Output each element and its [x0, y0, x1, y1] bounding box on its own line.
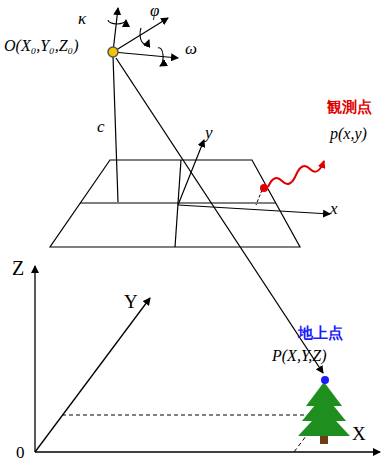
diagram-label: Z [12, 258, 24, 278]
diagram-label: P(X,Y,Z) [272, 348, 327, 364]
diagram-label: 地上点 [298, 326, 343, 341]
diagram-label: c [97, 118, 105, 135]
diagram-label: y [205, 124, 213, 141]
diagram-label: φ [150, 2, 159, 19]
diagram-label: p(x,y) [330, 126, 367, 142]
diagram-label: 0 [16, 444, 25, 461]
diagram-label: κ [78, 10, 86, 27]
diagram-label: X [352, 424, 366, 443]
diagram-label: O(X₀,Y₀,Z₀) [4, 38, 78, 54]
diagram-label: x [330, 200, 338, 217]
diagram-label: 観測点 [327, 100, 372, 115]
diagram-label: Y [124, 292, 138, 311]
diagram-label: ω [185, 40, 197, 57]
